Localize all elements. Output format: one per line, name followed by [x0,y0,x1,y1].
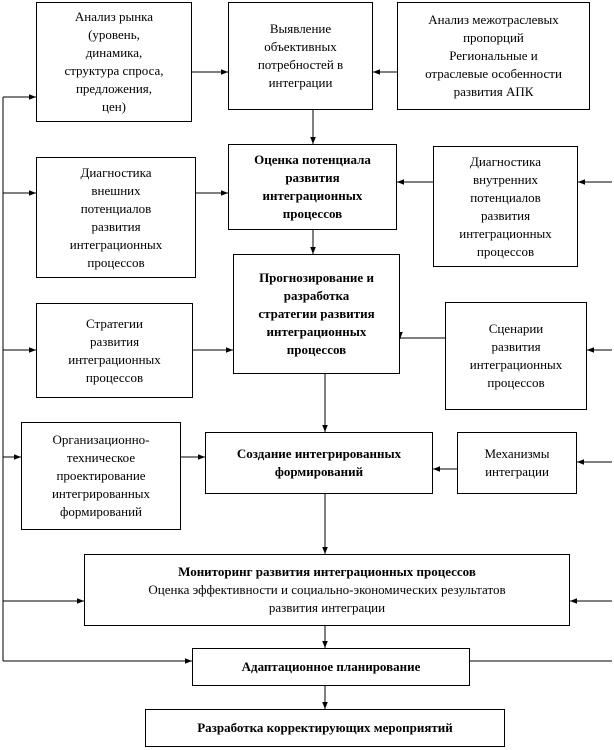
box-text-line: Оценка эффективности и социально-экономи… [148,582,506,597]
box-text-line: интегрированных [51,486,151,501]
scenarios-box: Сценарии развития интеграционных процессов [445,302,587,410]
monitoring-box: Мониторинг развития интеграционных проце… [84,554,570,626]
needs-identification-box: Выявление объективных потребностей в интегр… [228,2,373,110]
box-text-line: Организационно- [52,432,150,447]
box-text-line: потребностей в [257,57,344,72]
box-text-line: процессов [87,254,145,270]
box-text-line: Создание интегрированных [236,446,402,461]
box-text-line: развития интеграции [268,600,386,615]
corrective-measures-box: Разработка корректирующих мероприятий [145,709,505,747]
box-text-line: интеграционных [262,188,363,203]
box-text-line: Анализ межотраслевых [428,12,559,27]
box-text-line: Стратегии [86,315,143,331]
box-text-line: потенциалов [470,189,541,205]
box-text-line: развития АПК [453,84,534,99]
integration-mechanisms-box: Механизмы интеграции [457,432,577,494]
box-text-line: Оценка потенциала [254,152,371,167]
box-text-line: Сценарии [488,321,544,336]
box-text-line: развития [491,339,541,354]
box-text-line: Выявление [269,21,332,36]
box-text-line: развития [91,218,141,234]
box-text-line: процессов [286,342,347,357]
external-diagnostics-box: Диагностика внешних потенциалов развития инт… [36,157,196,278]
box-text-line: Прогнозирование и [259,270,374,285]
internal-diagnostics-box: Диагностика внутренних потенциалов развития… [433,146,578,267]
box-text-line: цен) [101,99,126,114]
box-text-line: отраслевые особенности [425,66,562,81]
box-text-line: интеграционных [266,324,367,339]
scenarios-to-forecast-arrow [397,332,445,339]
strategies-box: Стратегии развития интеграционных процессов [36,303,193,398]
box-text-line: процессов [85,369,144,385]
box-text-line: динамика, [85,45,143,60]
box-text-line: развития [285,170,340,185]
market-analysis-box: Анализ рынка (уровень, динамика, структура … [36,2,192,122]
box-text-line: Адаптационное планирование [241,659,421,674]
org-tech-design-box: Организационно-техническое проектирование… [21,422,181,530]
box-text-line: интеграционных [69,236,163,252]
box-text-line: формирований [274,464,364,479]
box-text-line: проектирование [56,468,146,483]
box-text-line: интеграции [485,464,549,479]
creation-formations-box: Создание интегрированных формирований [205,432,433,494]
box-text-line: интеграционных [68,351,161,367]
box-text-line: пропорций [463,30,524,45]
box-text-line: потенциалов [80,200,152,216]
box-text-line: развития [89,333,140,349]
box-text-line: интеграции [268,75,333,90]
box-text-line: Региональные и [449,48,538,63]
box-text-line: Диагностика [469,153,541,169]
box-text-line: предложения, [75,81,153,96]
box-text-line: развития [480,207,531,223]
box-text-line: Анализ рынка [74,9,154,24]
potential-assessment-box: Оценка потенциала развития интеграционных п… [228,144,397,230]
box-text-line: техническое [66,450,136,465]
box-text-line: объективных [264,39,337,54]
box-text-line: внешних [91,182,141,198]
box-text-line: формирований [59,504,143,519]
adaptive-planning-box: Адаптационное планирование [192,648,470,686]
box-text-line: интеграционных [459,225,552,241]
box-text-line: интеграционных [469,357,563,372]
box-text-line: внутренних [472,171,539,187]
box-text-line: Диагностика [80,164,152,180]
box-text-line: структура спроса, [64,63,164,78]
forecast-strategy-box: Прогнозирование и разработка стратегии раз… [233,254,400,374]
box-text-line: процессов [476,243,535,259]
box-text-line: Механизмы [484,446,550,461]
box-text-line: Разработка корректирующих мероприятий [197,720,453,735]
box-text-line: стратегии развития [258,306,375,321]
box-text-line: (уровень, [88,27,140,42]
box-text-line: процессов [282,206,343,221]
box-text-line: разработка [283,288,350,303]
box-text-line: процессов [487,375,545,390]
box-text-line: Мониторинг развития интеграционных проце… [178,564,476,579]
